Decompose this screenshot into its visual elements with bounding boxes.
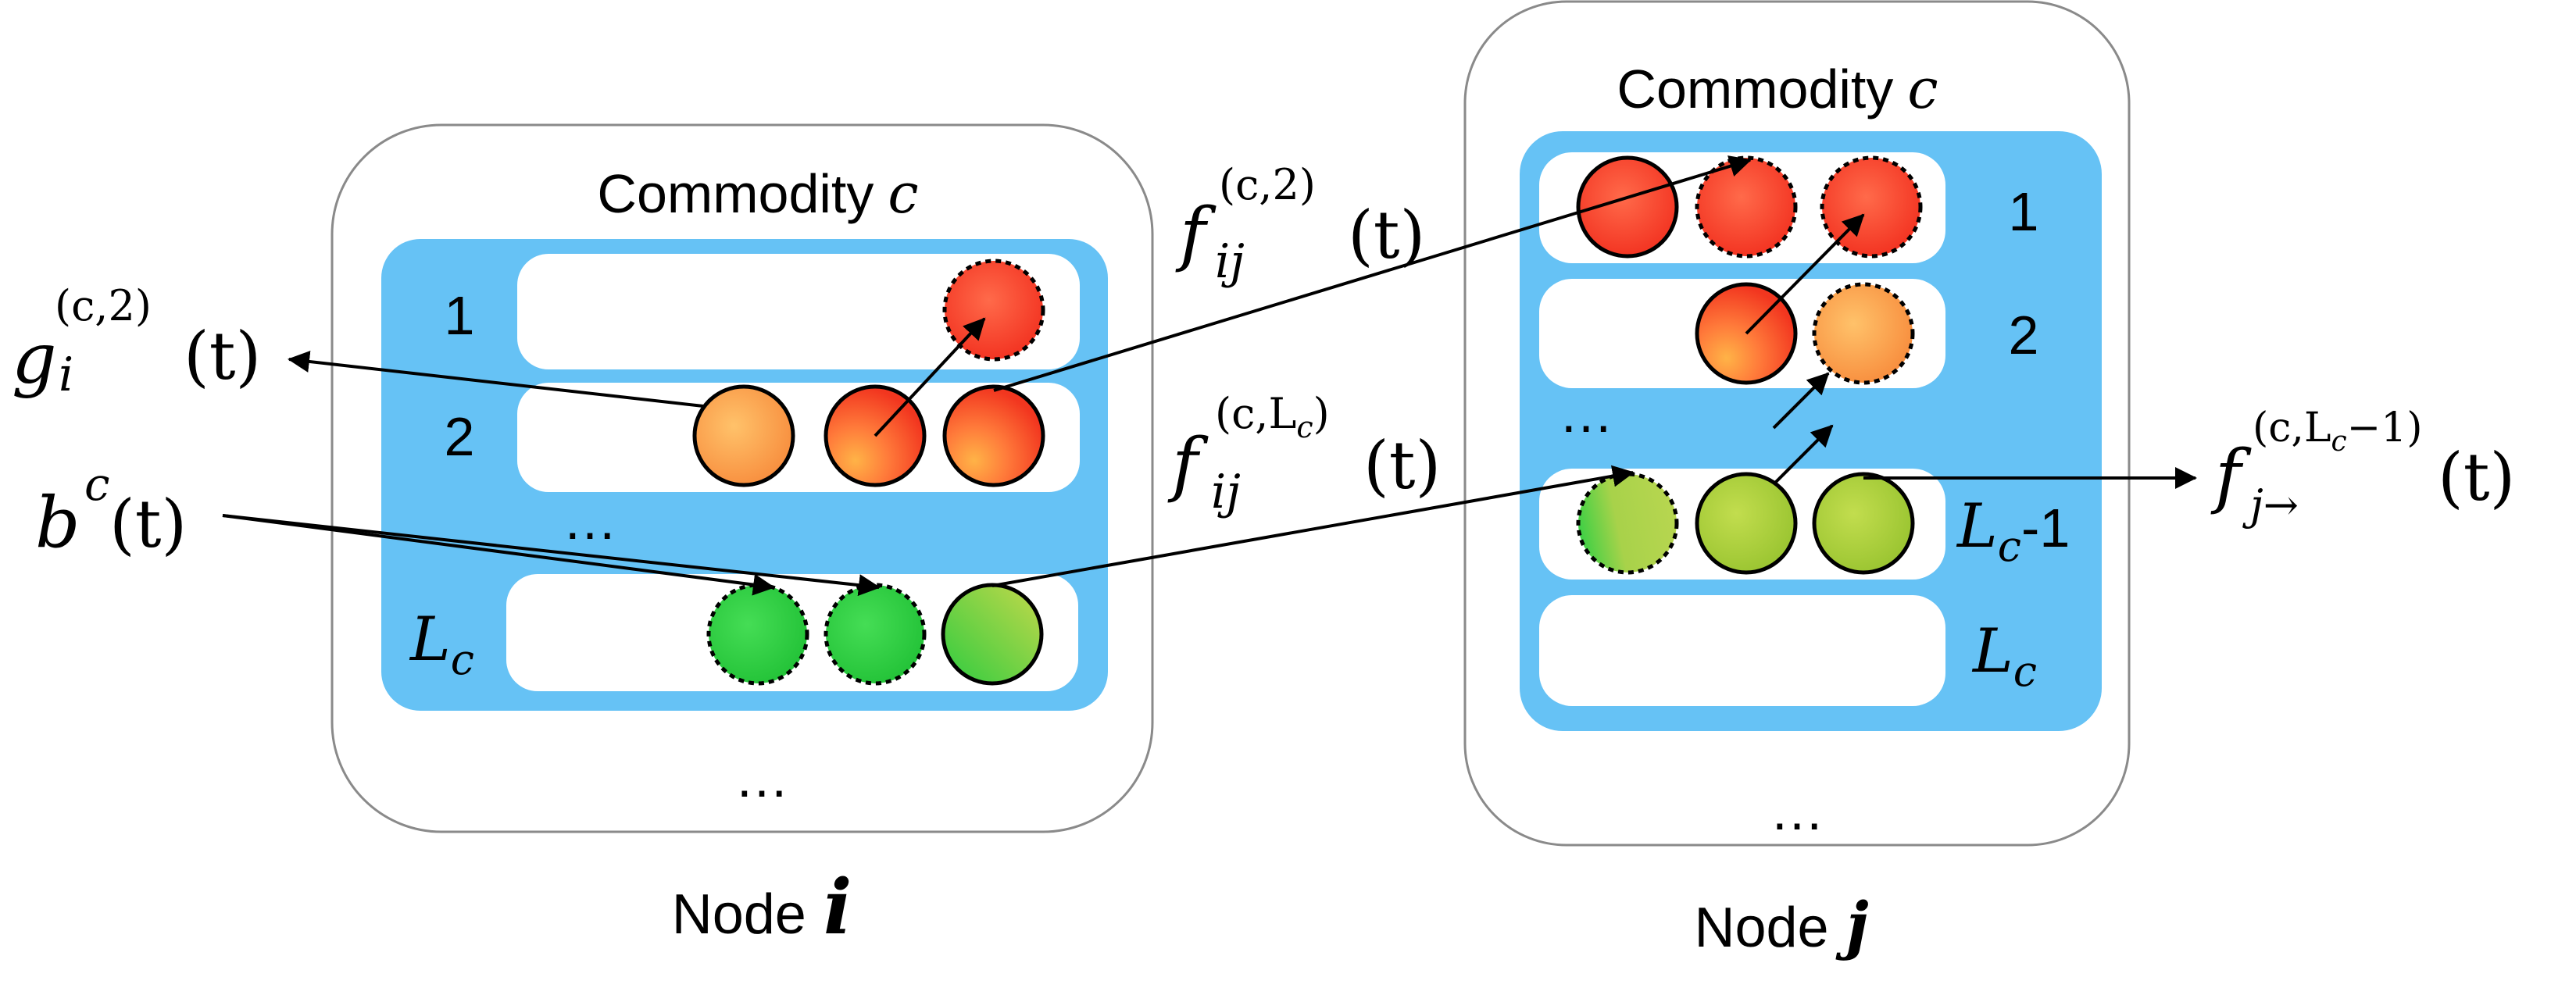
svg-text:(c,2): (c,2) [1219,160,1316,209]
node-j-row-label-lc-1: Lc-1 [1956,491,2070,571]
svg-text:j→: j→ [2242,480,2299,530]
arrow-j-promote-2 [1772,372,1830,430]
node-i-queue-row-1 [517,254,1080,369]
label-g: g i (c,2) (t) [12,281,261,402]
node-j-row-label-2: 2 [2009,305,2039,366]
svg-text:(t): (t) [184,318,261,394]
label-f-top: f ij (c,2) (t) [1175,160,1425,289]
arrow-f-mid [991,465,1635,587]
packet-red-dotted [1695,155,1798,259]
node-j-row-label-lc: Lc [1971,616,2037,696]
svg-text:f: f [2210,435,2252,517]
svg-text:(t): (t) [2438,439,2515,515]
packet-yellow-green [1812,472,1915,575]
label-f-mid: f ij (c,Lc) (t) [1167,389,1441,519]
svg-text:c: c [84,458,109,511]
svg-text:(c,2): (c,2) [55,281,152,330]
arrow-b-in-1 [222,514,775,596]
packet-red-orange [942,384,1045,487]
label-f-right: f j→ (c,Lc−1) (t) [2210,405,2515,530]
svg-text:(t): (t) [1363,427,1441,504]
svg-text:(t): (t) [1348,197,1425,273]
flow-arrows [222,155,2197,597]
packet-red [1576,155,1679,259]
node-i-row-label-2: 2 [445,406,475,467]
arrow-j-promote-3 [1772,424,1834,486]
svg-text:i: i [59,348,73,402]
svg-text:b: b [35,482,80,564]
node-j-queue-row-lc [1539,595,1945,706]
packet-green-dotted [706,583,809,686]
arrow-f-top [993,155,1752,392]
packet-yellow-green-dotted [1576,472,1679,575]
node-i-queue-row-2 [517,383,1080,492]
svg-text:(t): (t) [109,486,187,562]
arrow-i-promote [874,317,986,437]
svg-text:(c,Lc): (c,Lc) [1215,389,1330,444]
packet-green-yellow [941,583,1044,686]
packet-orange-dotted [1812,282,1915,385]
arrow-b-in-2 [222,514,881,597]
packet-yellow-green [1695,472,1798,575]
node-i-row-label-1: 1 [445,285,475,346]
svg-text:g: g [12,318,57,400]
node-j-row-label-1: 1 [2009,181,2039,242]
arrow-j-promote-1 [1745,213,1865,335]
node-i-row-ellipsis: … [563,490,617,551]
node-i-row-label-lc: Lc [409,605,474,684]
svg-text:ij: ij [1215,234,1245,289]
arrow-g-out [288,351,704,408]
svg-text:ij: ij [1211,465,1241,519]
label-b: b c (t) [35,458,187,564]
packet-orange [692,384,795,487]
svg-text:(c,Lc−1): (c,Lc−1) [2253,405,2423,458]
node-j-more-ellipsis: … [1770,780,1824,841]
svg-text:f: f [1167,423,1209,505]
node-j-row-ellipsis: … [1559,383,1613,444]
node-i-more-ellipsis: … [734,747,789,808]
svg-text:f: f [1175,193,1217,275]
packet-green-dotted [824,583,927,686]
